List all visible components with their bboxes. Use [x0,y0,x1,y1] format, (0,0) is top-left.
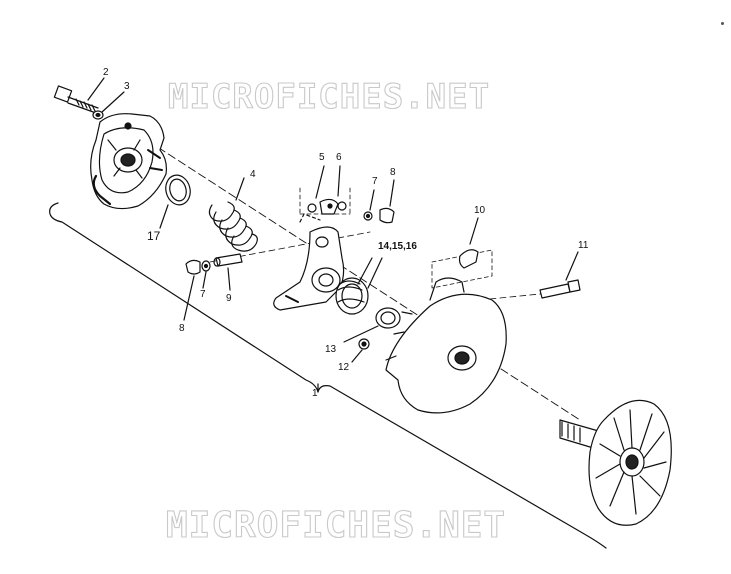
ring-part [159,174,191,229]
watermark-bottom: MICROFICHES.NET [165,505,507,546]
collar-part [343,307,401,343]
callout-3: 3 [124,81,130,92]
callout-4: 4 [250,169,256,180]
fixed-sheave-part [559,399,672,526]
callout-14-15-16: 14,15,16 [378,241,417,252]
spring-part [208,177,258,252]
callout-9: 9 [226,293,232,304]
callout-8-left: 8 [179,323,185,334]
long-bolt-part [539,251,581,299]
callout-7-left: 7 [200,289,206,300]
callout-6: 6 [336,152,342,163]
leader-2 [87,77,105,101]
watermark-top: MICROFICHES.NET [167,77,491,117]
bolt-part [53,85,99,114]
corner-mark [721,22,724,25]
bolt-axis [479,291,561,301]
callout-8-right: 8 [390,167,396,178]
washer-part [92,110,104,120]
small-washer-part [351,338,370,363]
cap-part-left [183,259,211,321]
callout-1: 1 [312,388,318,399]
cap-part-right [363,179,395,224]
callout-10: 10 [474,205,486,216]
center-axis [127,127,581,421]
callout-13: 13 [325,344,337,355]
spider-bracket-part [273,213,345,311]
pin-part [213,253,243,291]
leader-3 [101,91,125,113]
callout-2: 2 [103,67,109,78]
pin-axis [209,231,371,263]
assembly-bracket [49,202,607,549]
callout-7-right: 7 [372,176,378,187]
sheave-part [385,277,507,414]
callout-5: 5 [319,152,325,163]
cover-plate-part [90,113,167,210]
callout-12: 12 [338,362,350,373]
clip-part [431,217,493,289]
roller-part [335,257,383,315]
callout-17: 17 [147,229,161,243]
callout-11: 11 [578,240,589,251]
bracket-cluster-part [299,165,351,215]
